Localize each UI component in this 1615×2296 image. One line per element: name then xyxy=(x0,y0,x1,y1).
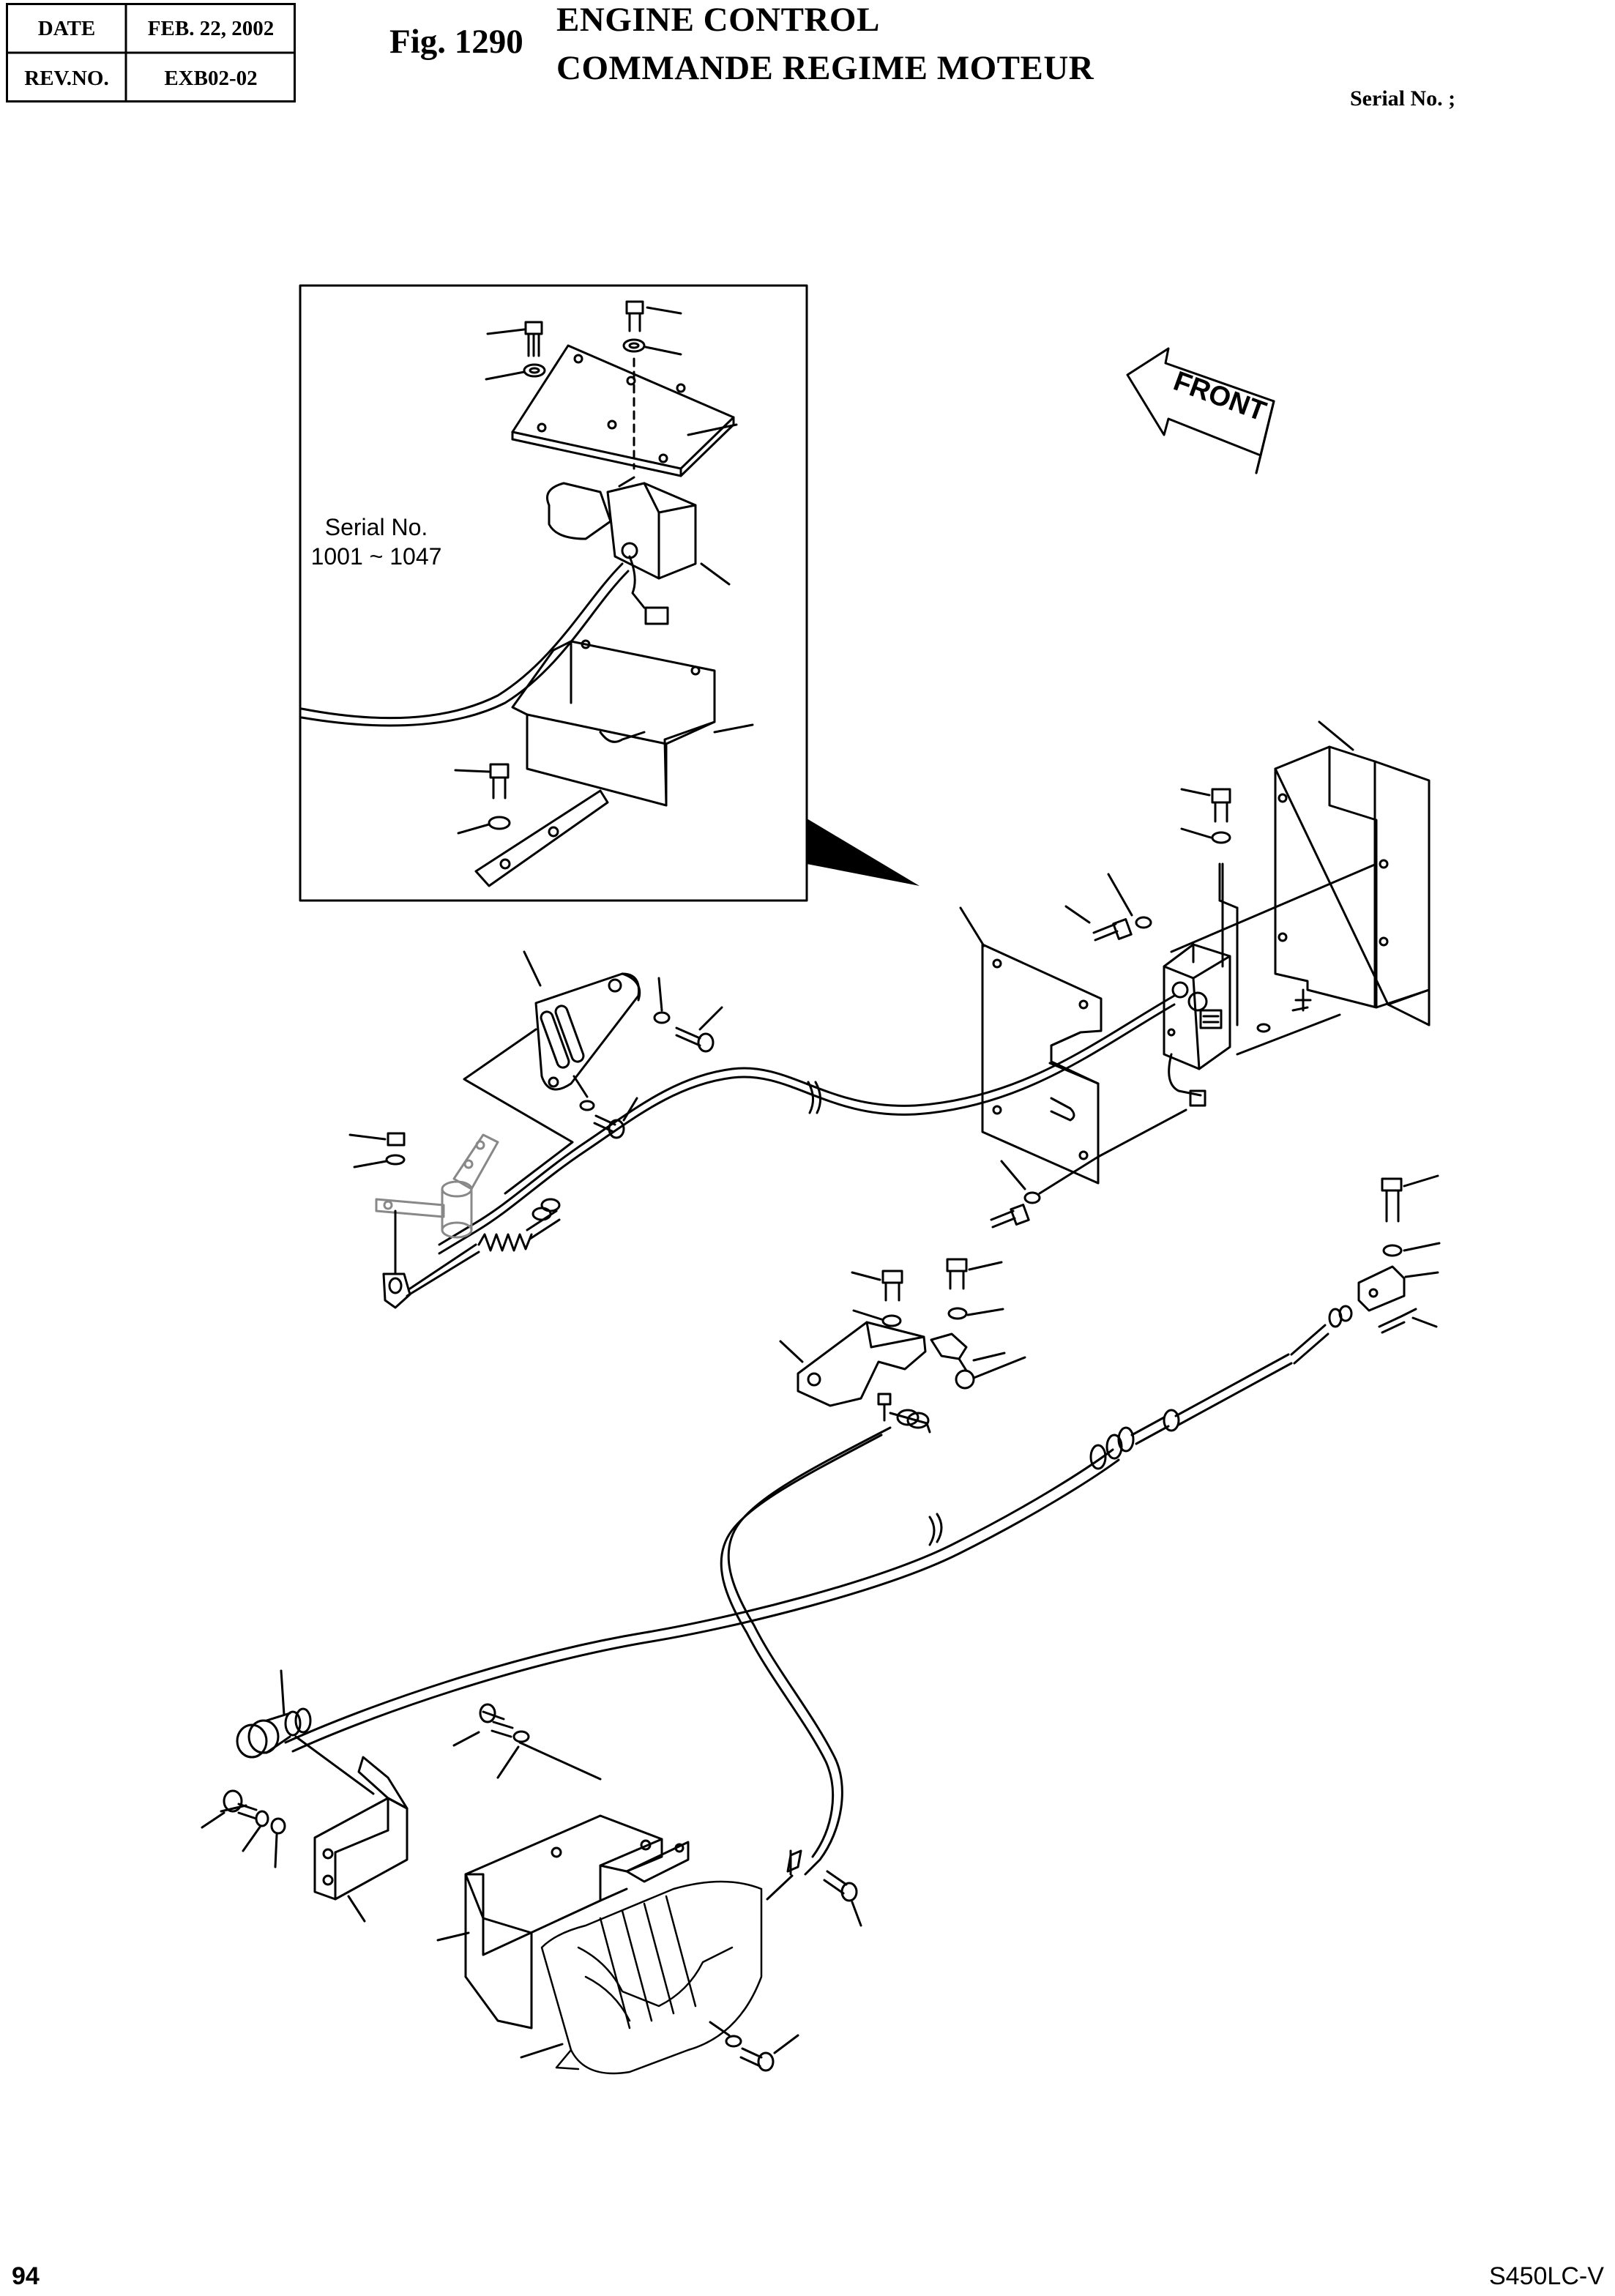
figure-title-en: ENGINE CONTROL xyxy=(556,1,880,39)
cable-knob xyxy=(236,1707,312,1759)
page-number: 94 xyxy=(12,2262,40,2290)
cable-clamp-bracket xyxy=(797,1321,927,1407)
pedal-bolt-right xyxy=(823,1870,858,1902)
inset-box xyxy=(511,639,716,807)
date-label: DATE xyxy=(37,16,96,40)
clamp-bolt-2 xyxy=(946,1258,968,1290)
cable-spring xyxy=(477,1233,533,1252)
inset-washer-3 xyxy=(488,816,511,830)
pedal-cover xyxy=(540,1880,763,2075)
controller-bracket xyxy=(1274,745,1431,1026)
bracket-bolt-left xyxy=(675,1026,715,1053)
governor-lever xyxy=(375,1133,499,1239)
inset-cable xyxy=(300,562,624,720)
pedal-bolt-top xyxy=(479,1703,514,1738)
control-cable-3 xyxy=(284,1448,1120,1753)
clevis xyxy=(1357,1265,1406,1312)
cable-eye xyxy=(930,1332,975,1390)
cable-adjuster xyxy=(1089,1305,1353,1470)
plate-bolt xyxy=(990,1204,1030,1229)
model-code: S450LC-V xyxy=(1489,2262,1604,2290)
cable-mount-bracket xyxy=(534,972,641,1091)
clamp-bolt-1 xyxy=(881,1270,903,1302)
inset-serial-line2: 1001 ~ 1047 xyxy=(310,543,442,570)
inset-actuator-motor xyxy=(546,476,697,580)
lever-nut xyxy=(387,1132,406,1147)
pedal-bolt-bottom xyxy=(725,2035,775,2072)
serial-label: Serial No. ; xyxy=(1350,86,1456,111)
cable-end-ball xyxy=(382,1272,411,1309)
rev-value: EXB02-02 xyxy=(164,66,258,90)
inset-frame xyxy=(299,284,808,902)
header-table-grid xyxy=(6,3,296,102)
inset-serial-note: Serial No. 1001 ~ 1047 xyxy=(303,512,450,571)
bracket-washer-top xyxy=(1211,831,1231,844)
control-cable-2 xyxy=(720,1409,931,1876)
inset-bolt-1 xyxy=(524,321,543,357)
date-value: FEB. 22, 2002 xyxy=(147,16,275,40)
figure-title-fr: COMMANDE REGIME MOTEUR xyxy=(556,49,1094,87)
bracket-leader xyxy=(463,1028,574,1195)
inset-pointer xyxy=(807,819,920,886)
controller-wire xyxy=(1168,1053,1202,1097)
inset-washer-2 xyxy=(622,338,646,353)
throttle-controller xyxy=(1163,943,1231,1070)
inset-bolt-3 xyxy=(489,763,510,800)
cotter-pin xyxy=(1378,1308,1417,1334)
rev-label: REV.NO. xyxy=(24,66,109,90)
inset-washer-1 xyxy=(523,363,546,378)
clevis-pin xyxy=(1381,1177,1403,1223)
inset-strap xyxy=(474,789,609,887)
cable-clip xyxy=(786,1849,802,1876)
inset-wire xyxy=(628,555,646,609)
cable-guide-plate xyxy=(981,943,1103,1185)
header-table: DATE FEB. 22, 2002 REV.NO. EXB02-02 xyxy=(6,3,296,102)
controller-bolt xyxy=(1092,918,1133,942)
lower-left-bracket xyxy=(313,1756,409,1901)
front-arrow xyxy=(1126,347,1275,474)
pedal-bracket xyxy=(464,1814,690,2029)
cable-rod xyxy=(406,1243,480,1297)
inset-mount-plate xyxy=(511,344,735,470)
lower-left-bolt xyxy=(220,1789,258,1820)
inset-bolt-2 xyxy=(625,300,644,332)
bracket-bolt-top xyxy=(1211,788,1231,823)
front-label: FRONT xyxy=(1169,366,1269,428)
figure-number: Fig. 1290 xyxy=(389,23,523,61)
throttle-cable xyxy=(438,994,1176,1246)
inset-serial-line1: Serial No. xyxy=(324,514,428,540)
inset-connector xyxy=(644,606,669,625)
bracket-washer-left xyxy=(653,1011,671,1024)
